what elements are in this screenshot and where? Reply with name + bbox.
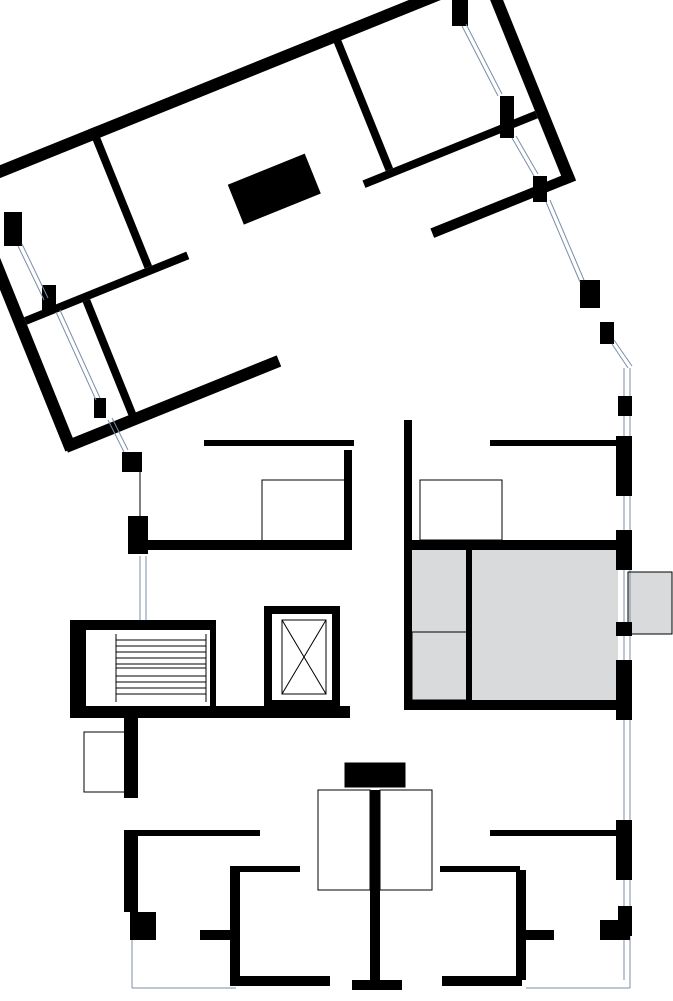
middle-block — [70, 420, 630, 718]
ventilation-shaft-upper — [227, 153, 321, 225]
upper-right-windows — [461, 23, 633, 369]
highlighted-apartment[interactable] — [404, 550, 672, 708]
upper-wing — [0, 0, 577, 453]
staircase — [115, 634, 207, 702]
right-exterior — [616, 368, 632, 980]
lower-block — [124, 718, 631, 990]
ventilation-shaft-lower — [344, 762, 406, 788]
upper-wing-north-wall — [0, 0, 495, 194]
highlighted-balcony — [628, 572, 672, 634]
left-balcony — [83, 731, 129, 793]
upper-left-windows — [17, 243, 129, 453]
